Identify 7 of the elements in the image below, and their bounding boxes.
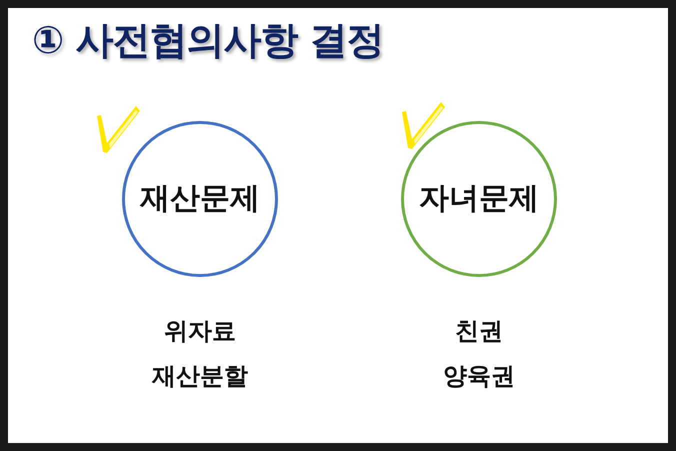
slide-title: ① 사전협의사항 결정: [32, 17, 384, 64]
topic-label: 재산문제: [140, 181, 260, 217]
topic-label: 자녀문제: [419, 181, 539, 217]
sub-item-text: 친권: [455, 316, 503, 346]
sub-item-text: 양육권: [443, 361, 515, 391]
sub-item-text: 위자료: [164, 316, 236, 346]
sub-item-text: 재산분할: [152, 361, 248, 391]
